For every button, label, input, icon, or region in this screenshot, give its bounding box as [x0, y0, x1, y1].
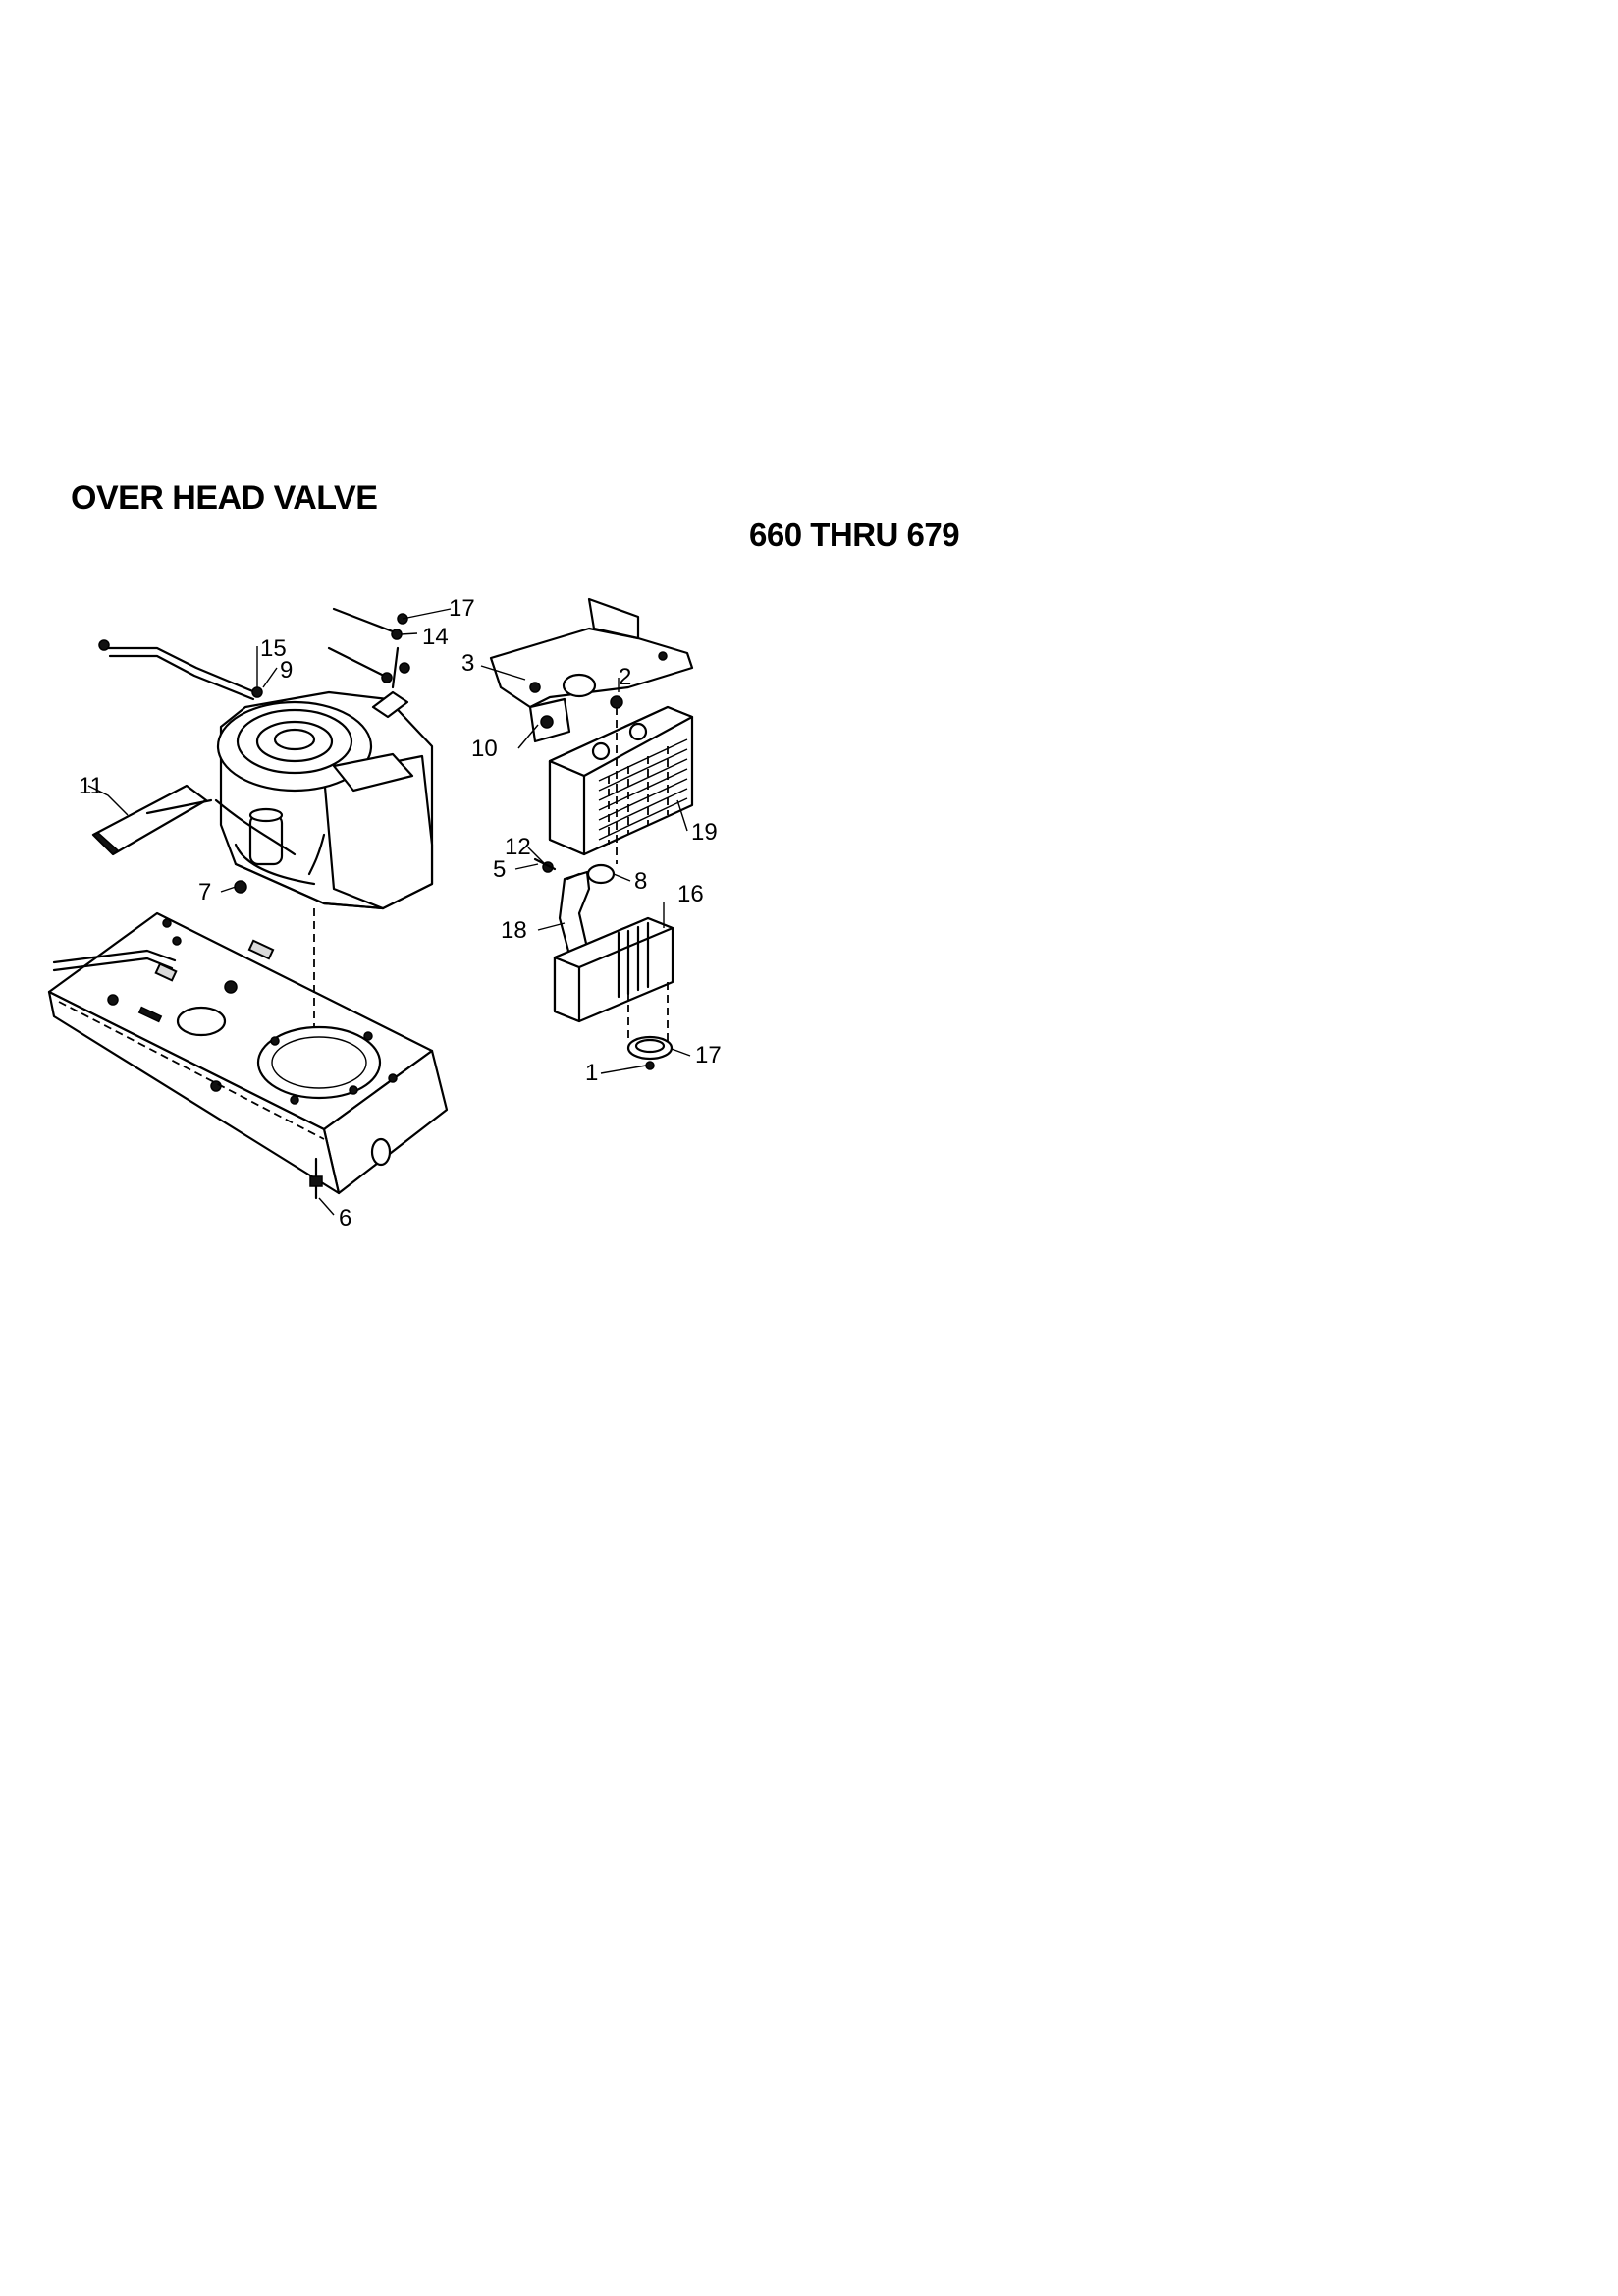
engine-drawing: [214, 646, 434, 1026]
callout-5: 5: [493, 856, 506, 883]
model-range-label: 660 THRU 679: [749, 517, 960, 553]
callout-12: 12: [505, 834, 531, 860]
callout-3: 3: [461, 650, 474, 677]
callout-9: 9: [280, 657, 293, 683]
frame-drawing: [47, 911, 449, 1200]
callout-11: 11: [79, 773, 103, 799]
muffler-drawing: [553, 916, 674, 1041]
callout-17: 16: [677, 881, 704, 907]
leader-lines: [87, 608, 691, 1216]
callout-18: 18: [501, 917, 527, 944]
diagram-title: OVER HEAD VALVE: [71, 479, 378, 517]
heat-shield-drawing: [548, 695, 694, 864]
callout-19: 19: [691, 819, 718, 846]
callout-15: 15: [260, 635, 287, 662]
callout-10: 10: [471, 736, 498, 762]
callout-1: 1: [585, 1060, 598, 1086]
callout-labels: 17 14 15 9 3 2 10 19 12 5 8 16 18 11 7 1…: [79, 595, 722, 1231]
callout-16: 17: [695, 1042, 722, 1068]
heat-shield-bracket-drawing: [489, 597, 694, 743]
bolts-drawing: [327, 607, 410, 683]
callout-14: 14: [422, 624, 449, 650]
callout-8: 8: [634, 868, 647, 895]
callout-7: 7: [198, 879, 211, 905]
spark-arrestor-drawing: [626, 1035, 674, 1070]
callout-4: 17: [449, 595, 475, 622]
callout-6: 6: [339, 1205, 351, 1231]
air-filter-cover-drawing: [91, 784, 213, 856]
callout-2: 2: [619, 664, 631, 690]
throttle-rod-drawing: [98, 639, 263, 701]
